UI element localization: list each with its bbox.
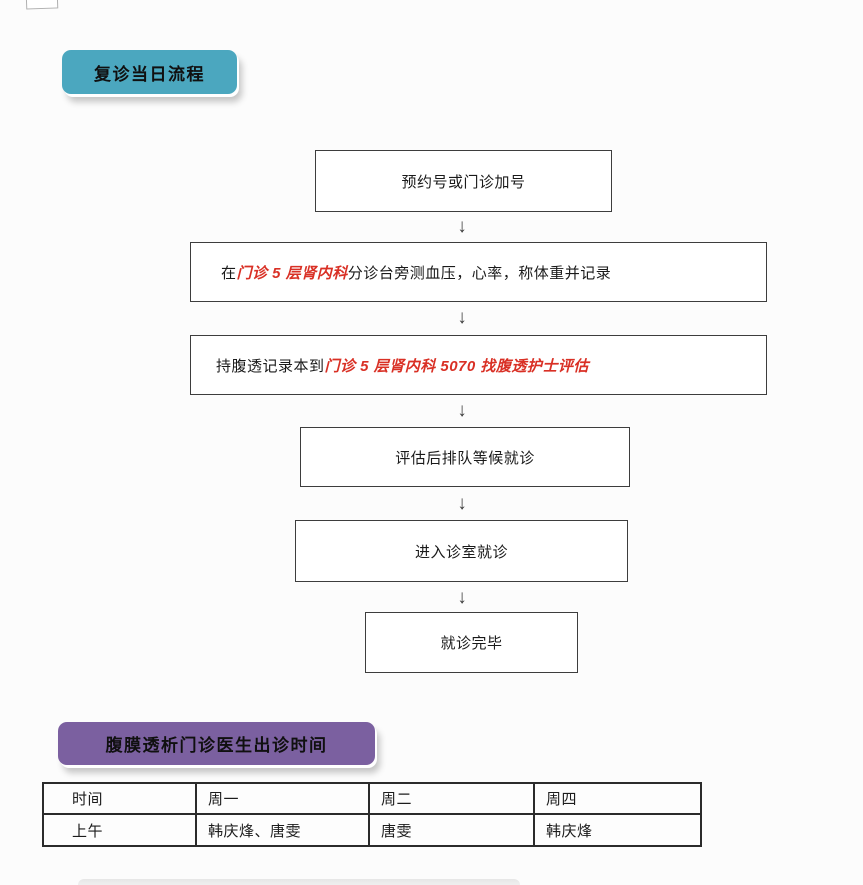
- schedule-header-row: 时间 周一 周二 周四: [42, 782, 702, 815]
- flow-title-badge: 复诊当日流程: [62, 50, 237, 94]
- schedule-title-badge: 腹膜透析门诊医生出诊时间: [58, 722, 375, 765]
- step-text: 分诊台旁测血压，心率，称体重并记录: [347, 264, 612, 282]
- down-arrow-icon: ↓: [457, 587, 467, 608]
- step-text: 预约号或门诊加号: [401, 173, 526, 191]
- flow-step-appointment: 预约号或门诊加号: [315, 150, 612, 212]
- cell-monday-doctors: 韩庆烽、唐雯: [195, 813, 370, 847]
- flow-step-nurse-assessment: 持腹透记录本到门诊 5 层肾内科 5070 找腹透护士评估: [190, 335, 767, 395]
- schedule-title-text: 腹膜透析门诊医生出诊时间: [105, 736, 328, 755]
- step-text: 在: [221, 264, 237, 282]
- header-cell-monday: 周一: [195, 782, 370, 815]
- step-text: 进入诊室就诊: [414, 543, 508, 561]
- cell-thursday-doctors: 韩庆烽: [533, 813, 702, 847]
- step-text-highlight: 门诊 5 层肾内科: [236, 264, 348, 282]
- down-arrow-icon: ↓: [457, 400, 467, 421]
- step-text: 就诊完毕: [440, 635, 503, 652]
- down-arrow-icon: ↓: [457, 493, 467, 514]
- step-text-highlight: 门诊 5 层肾内科 5070 找腹透护士评估: [324, 357, 589, 375]
- flow-step-finished: 就诊完毕: [365, 612, 578, 673]
- cell-tuesday-doctors: 唐雯: [368, 813, 535, 847]
- header-cell-time: 时间: [42, 782, 197, 815]
- schedule-data-row: 上午 韩庆烽、唐雯 唐雯 韩庆烽: [42, 813, 702, 847]
- flow-step-queue-wait: 评估后排队等候就诊: [300, 427, 630, 487]
- header-cell-thursday: 周四: [533, 782, 702, 815]
- schedule-table: 时间 周一 周二 周四 上午 韩庆烽、唐雯 唐雯 韩庆烽: [42, 782, 702, 847]
- cell-morning: 上午: [42, 813, 197, 847]
- flow-step-enter-room: 进入诊室就诊: [295, 520, 628, 582]
- header-cell-tuesday: 周二: [368, 782, 535, 815]
- step-text: 持腹透记录本到: [216, 357, 325, 375]
- cropped-next-badge-shadow: [78, 879, 520, 885]
- step-text: 评估后排队等候就诊: [395, 449, 535, 467]
- down-arrow-icon: ↓: [457, 307, 467, 328]
- paper-corner-artifact: [25, 0, 59, 10]
- down-arrow-icon: ↓: [457, 216, 467, 237]
- flow-title-text: 复诊当日流程: [94, 64, 205, 84]
- flow-step-vitals-measure: 在门诊 5 层肾内科分诊台旁测血压，心率，称体重并记录: [190, 242, 767, 302]
